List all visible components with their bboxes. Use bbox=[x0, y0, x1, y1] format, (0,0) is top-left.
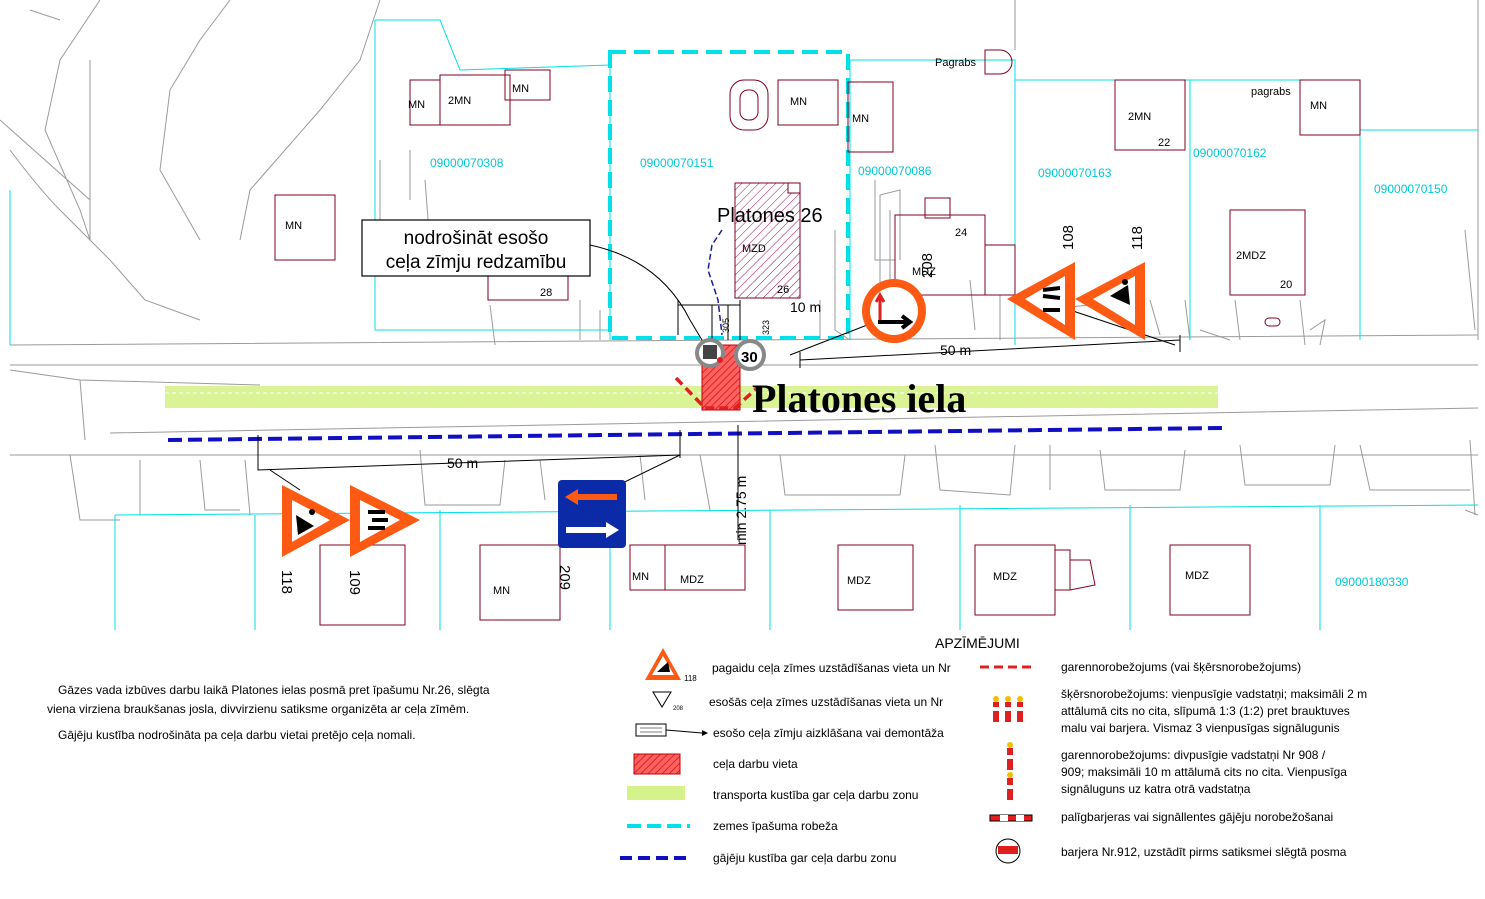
legend-left-3: esošo ceļa zīmju aizklāšana vai demontāž… bbox=[713, 726, 944, 740]
bld-label: MDZ bbox=[680, 574, 704, 586]
bld-label: MDZ bbox=[847, 575, 871, 587]
legend-left-4: ceļa darbu vieta bbox=[713, 757, 798, 771]
dim-323: 323 bbox=[761, 320, 771, 335]
bld-label: 26 bbox=[777, 284, 789, 296]
legend-right-2a: šķērsnorobežojums: vienpusīgie vadstatņi… bbox=[1061, 687, 1367, 701]
legend-right-1: garennorobežojums (vai šķērsnorobežojums… bbox=[1061, 660, 1301, 674]
street-name: Platones iela bbox=[752, 376, 966, 421]
sign-road-narrows-top bbox=[1007, 262, 1075, 340]
highlighted-parcel bbox=[608, 50, 850, 340]
parcel-id-7: 09000180330 bbox=[1335, 575, 1409, 589]
bld-label: MDZ bbox=[1185, 570, 1209, 582]
legend-right-2c: malu vai barjera. Vismaz 3 vienpusīgas s… bbox=[1061, 721, 1340, 735]
legend-left-2: esošās ceļa zīmes uzstādīšanas vieta un … bbox=[709, 695, 943, 709]
cellar-symbols bbox=[984, 49, 1096, 591]
parcel-id-1: 09000070308 bbox=[430, 156, 504, 170]
bld-label: Pagrabs bbox=[935, 57, 976, 69]
sign-num-209: 209 bbox=[556, 565, 573, 590]
dim-50m-bottom: 50 m bbox=[447, 455, 478, 471]
sign-roadworks-bottom bbox=[282, 485, 350, 557]
bld-label: MN bbox=[512, 83, 529, 95]
address-label: Platones 26 bbox=[717, 205, 823, 227]
bld-label: 22 bbox=[1158, 137, 1170, 149]
legend-sym-one-sided-posts bbox=[993, 696, 1023, 722]
legend-sym-transport bbox=[627, 786, 685, 800]
building-platones-26 bbox=[734, 182, 801, 299]
bld-label: 2MDZ bbox=[1236, 250, 1266, 262]
legend-left-7: gājēju kustība gar ceļa darbu zonu bbox=[713, 851, 896, 865]
bld-label: MN bbox=[1310, 100, 1327, 112]
bld-label: 24 bbox=[955, 227, 967, 239]
legend-right-3c: signāluguns uz katra otrā vadstatņa bbox=[1061, 782, 1251, 796]
parcel-id-3: 09000070086 bbox=[858, 164, 932, 178]
parcel-id-5: 09000070162 bbox=[1193, 146, 1267, 160]
dimension-lines bbox=[257, 244, 1181, 540]
sign-num-208: 208 bbox=[919, 253, 936, 278]
legend-sym-work-site bbox=[633, 753, 681, 775]
parcel-id-2: 09000070151 bbox=[640, 156, 714, 170]
sign-priority-over-oncoming bbox=[558, 480, 626, 548]
bld-label: MDZ bbox=[912, 266, 936, 278]
legend-sym-aux-barrier bbox=[989, 814, 1033, 822]
callout-line-2: ceļa zīmju redzamību bbox=[386, 252, 567, 273]
bld-label: 2MN bbox=[1128, 111, 1151, 123]
sign-num-108: 108 bbox=[1060, 225, 1077, 250]
sign-num-118-top: 118 bbox=[1129, 226, 1146, 250]
parcel-id-4: 09000070163 bbox=[1038, 166, 1112, 180]
transport-lane bbox=[165, 386, 1218, 408]
legend-right-3a: garennorobežojums: divpusīgie vadstatņi … bbox=[1061, 748, 1326, 762]
gas-line bbox=[707, 229, 723, 336]
legend-sym-existing-sign: 208 bbox=[652, 691, 684, 712]
dim-305: 305 bbox=[721, 318, 731, 333]
bld-label: 2MN bbox=[448, 95, 471, 107]
note-line-2: viena virziena braukšanas josla, divvirz… bbox=[47, 702, 469, 716]
bld-label: MZD bbox=[742, 243, 766, 255]
parcel-id-6: 09000070150 bbox=[1374, 182, 1448, 196]
bld-label: MN bbox=[852, 113, 869, 125]
sign-num-109: 109 bbox=[346, 570, 363, 595]
speed-limit-value: 30 bbox=[741, 349, 758, 366]
bld-label: MN bbox=[790, 96, 807, 108]
sign-roadworks-top bbox=[1075, 262, 1145, 340]
bld-label: MN bbox=[285, 220, 302, 232]
bld-label: MN bbox=[493, 585, 510, 597]
bld-label: MN bbox=[632, 571, 649, 583]
dim-10m: 10 m bbox=[790, 299, 821, 315]
sign-priority-oncoming bbox=[862, 279, 926, 343]
bld-label: MN bbox=[408, 99, 425, 111]
sign-num-118-bottom: 118 bbox=[278, 570, 295, 594]
dim-min-width: min 2.75 m bbox=[733, 476, 749, 545]
legend-left-5: transporta kustība gar ceļa darbu zonu bbox=[713, 788, 918, 802]
legend-left-1: pagaidu ceļa zīmes uzstādīšanas vieta un… bbox=[712, 661, 951, 675]
callout-line-1: nodrošināt esošo bbox=[404, 228, 549, 249]
legend-right-4: palīgbarjeras vai signāllentes gājēju no… bbox=[1061, 810, 1333, 824]
sign-road-narrows-bottom bbox=[350, 485, 420, 557]
legend-sym-cover-sign bbox=[635, 723, 708, 737]
legend-right-3b: 909; maksimāli 10 m attālumā cits no cit… bbox=[1061, 765, 1347, 779]
bld-label: 20 bbox=[1280, 279, 1292, 291]
bld-label: MDZ bbox=[993, 571, 1017, 583]
note-line-3: Gājēju kustība nodrošināta pa ceļa darbu… bbox=[58, 728, 416, 742]
legend-title: APZĪMĒJUMI bbox=[935, 635, 1020, 651]
bld-label: pagrabs bbox=[1251, 86, 1291, 98]
bld-label: 28 bbox=[540, 287, 552, 299]
legend-sym-temp-sign: 118 bbox=[645, 648, 697, 683]
legend-sym-two-sided-posts bbox=[1007, 742, 1013, 800]
callout: nodrošināt esošo ceļa zīmju redzamību bbox=[361, 219, 591, 277]
legend-right-5: barjera Nr.912, uzstādīt pirms satiksmei… bbox=[1061, 845, 1347, 859]
legend-sample-208: 208 bbox=[673, 706, 684, 712]
legend-left-6: zemes īpašuma robeža bbox=[713, 819, 838, 833]
existing-signs-cluster: 30 bbox=[695, 338, 766, 371]
legend-sample-118: 118 bbox=[684, 674, 697, 683]
legend-sym-barrier-912 bbox=[995, 838, 1021, 864]
dim-50m-top: 50 m bbox=[940, 342, 971, 358]
pedestrian-route bbox=[167, 426, 1223, 442]
note-line-1: Gāzes vada izbūves darbu laikā Platones … bbox=[58, 683, 490, 697]
buildings bbox=[274, 69, 1361, 626]
legend-right-2b: attālumā cits no cita, slīpumā 1:3 (1:2)… bbox=[1061, 704, 1350, 718]
